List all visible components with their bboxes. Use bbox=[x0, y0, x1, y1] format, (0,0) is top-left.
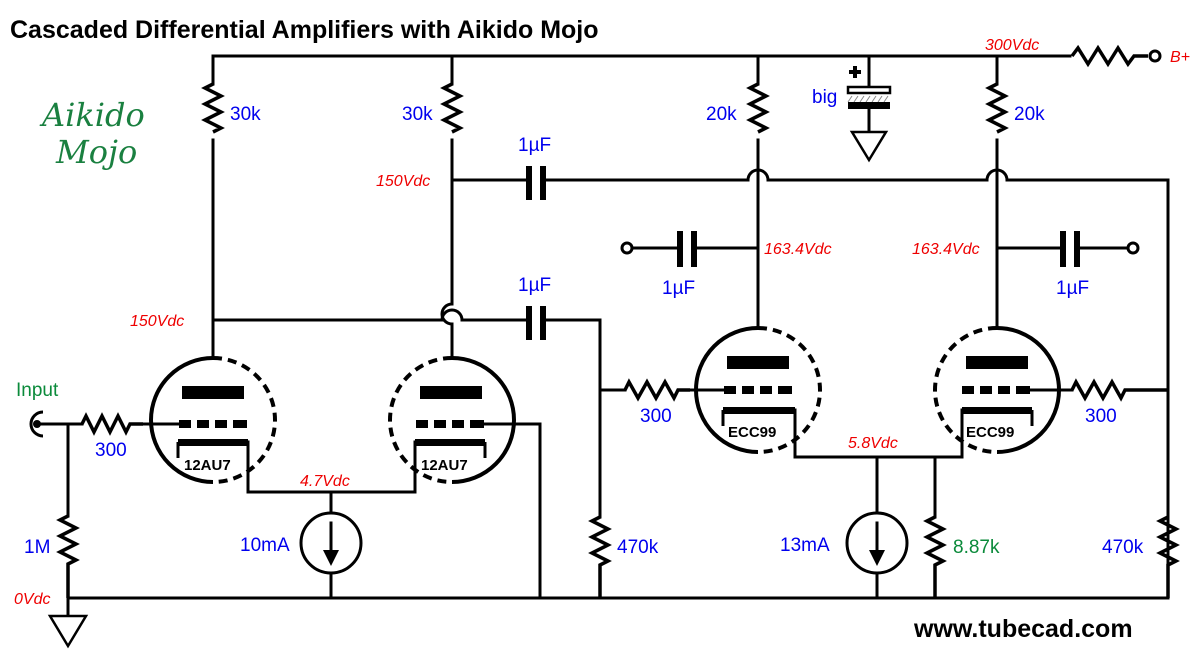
c-couple-1-value: 1µF bbox=[518, 135, 551, 156]
r-grid-leak-1-value: 470k bbox=[617, 537, 659, 558]
ccs-2-value: 13mA bbox=[780, 535, 830, 556]
r-grid-3-value: 300 bbox=[1085, 406, 1117, 427]
page-title: Cascaded Differential Amplifiers with Ai… bbox=[10, 16, 599, 44]
ground-icon bbox=[849, 130, 889, 163]
tube-3-label: ECC99 bbox=[728, 424, 776, 441]
tube-4-label: ECC99 bbox=[966, 424, 1014, 441]
coupling-capacitor-2: 1µF 150Vdc bbox=[130, 275, 602, 519]
footer-url: www.tubecad.com bbox=[913, 615, 1133, 643]
input-jack-icon bbox=[29, 410, 44, 438]
plate-resistor-2: 30k bbox=[402, 54, 464, 360]
plate-v1-voltage: 150Vdc bbox=[130, 313, 184, 330]
tube-1-12au7: 12AU7 bbox=[141, 356, 277, 492]
r-cathode-value: 8.87k bbox=[953, 537, 1000, 558]
c-out-2-value: 1µF bbox=[1056, 278, 1089, 299]
r-in-grid-value: 300 bbox=[95, 440, 127, 461]
plate-v4-voltage: 163.4Vdc bbox=[912, 241, 980, 258]
plate-resistor-1: 30k bbox=[201, 54, 261, 360]
plate-resistor-3: 20k bbox=[706, 54, 770, 330]
c-couple-2-value: 1µF bbox=[518, 275, 551, 296]
brand-line-2: Mojo bbox=[55, 133, 137, 171]
r-plate-2-value: 30k bbox=[402, 104, 433, 125]
coupling-capacitor-1: 1µF 150Vdc bbox=[376, 135, 1170, 577]
stage-1-tail: 4.7Vdc 10mA bbox=[240, 473, 417, 600]
input-label: Input bbox=[16, 380, 59, 401]
r-grid-2-value: 300 bbox=[640, 406, 672, 427]
ccs-1-value: 10mA bbox=[240, 535, 290, 556]
supply-voltage-label: 300Vdc bbox=[985, 37, 1039, 54]
bypass-cap-value: big bbox=[812, 87, 837, 108]
output-terminal-2-icon[interactable] bbox=[1126, 241, 1140, 255]
r-grid-leak-2-value: 470k bbox=[1102, 537, 1144, 558]
bplus-label: B+ bbox=[1170, 49, 1190, 66]
grid-resistor-2: 300 bbox=[598, 378, 690, 427]
plate-resistor-4: 20k bbox=[985, 54, 1045, 330]
ground-rail: 0Vdc bbox=[14, 591, 1170, 649]
r-plate-1-value: 30k bbox=[230, 104, 261, 125]
stage-2-tail: 5.8Vdc 13mA 8.87k bbox=[780, 435, 1000, 600]
bplus-terminal-icon[interactable] bbox=[1148, 49, 1162, 63]
arrow-down-icon bbox=[869, 550, 885, 566]
plus-icon bbox=[849, 66, 861, 78]
tube-2-12au7: 12AU7 bbox=[388, 356, 542, 600]
plate-v2-voltage: 150Vdc bbox=[376, 173, 430, 190]
arrow-down-icon bbox=[323, 550, 339, 566]
ground-voltage-label: 0Vdc bbox=[14, 591, 50, 608]
r-plate-4-value: 20k bbox=[1014, 104, 1045, 125]
grid-resistor-3: 300 bbox=[1070, 378, 1168, 427]
plate-v3-voltage: 163.4Vdc bbox=[764, 241, 832, 258]
supply-resistor-icon bbox=[1070, 44, 1148, 68]
tube-4-ecc99: ECC99 bbox=[933, 326, 1074, 457]
grid-leak-resistor-2: 470k bbox=[1102, 515, 1180, 598]
r-in-ground-value: 1M bbox=[24, 537, 50, 558]
cathode-stage2-voltage: 5.8Vdc bbox=[848, 435, 898, 452]
tube-2-label: 12AU7 bbox=[421, 457, 468, 474]
bypass-capacitor: big bbox=[812, 54, 892, 163]
r-plate-3-value: 20k bbox=[706, 104, 737, 125]
output-capacitor-2: 1µF 163.4Vdc bbox=[912, 231, 1140, 299]
tube-3-ecc99: ECC99 bbox=[688, 326, 822, 457]
c-out-1-value: 1µF bbox=[662, 278, 695, 299]
grid-leak-resistor-1: 470k bbox=[588, 515, 659, 598]
tube-1-label: 12AU7 bbox=[184, 457, 231, 474]
top-rail: B+ 300Vdc bbox=[211, 37, 1190, 68]
input-section: Input 300 1M bbox=[16, 380, 143, 598]
ground-icon bbox=[47, 614, 89, 649]
cathode-stage1-voltage: 4.7Vdc bbox=[300, 473, 350, 490]
output-capacitor-1: 1µF 163.4Vdc bbox=[620, 231, 832, 299]
brand-line-1: Aikido bbox=[39, 96, 145, 134]
